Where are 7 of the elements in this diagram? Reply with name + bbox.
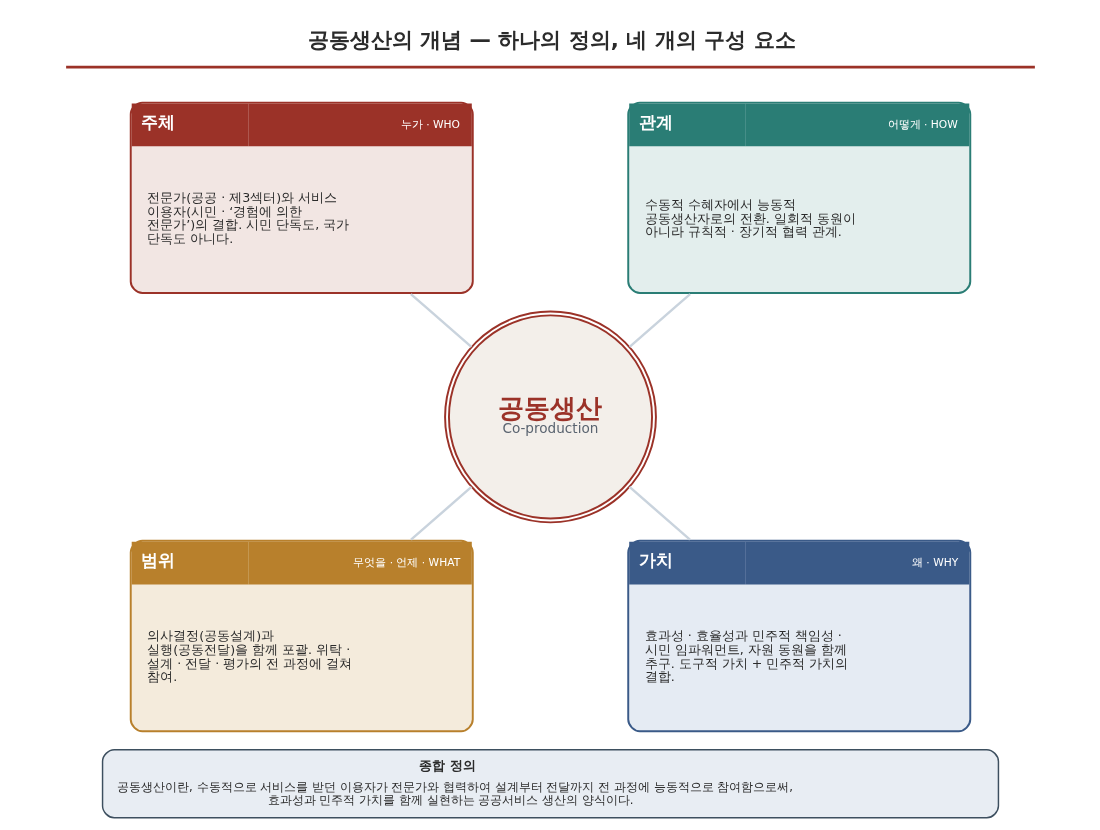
connector — [628, 293, 691, 348]
connector — [628, 486, 691, 541]
node-circle: 공동생산 Co-production — [443, 310, 657, 524]
node-box: 종합 정의 공동생산이란, 수동적으로 서비스를 받던 이용자가 전문가와 협력하여 설계부터 전달까지 전 과정에 능동적으로 참여함으로써, 효과성과 민주적 가치를 함께 실현하는 공공서비스 생산의 양식이다. — [101, 749, 999, 819]
connector — [409, 293, 472, 348]
connector — [409, 486, 472, 541]
diagram-title: 공동생산의 개념 — 하나의 정의, 네 개의 구성 요소 — [307, 26, 796, 52]
